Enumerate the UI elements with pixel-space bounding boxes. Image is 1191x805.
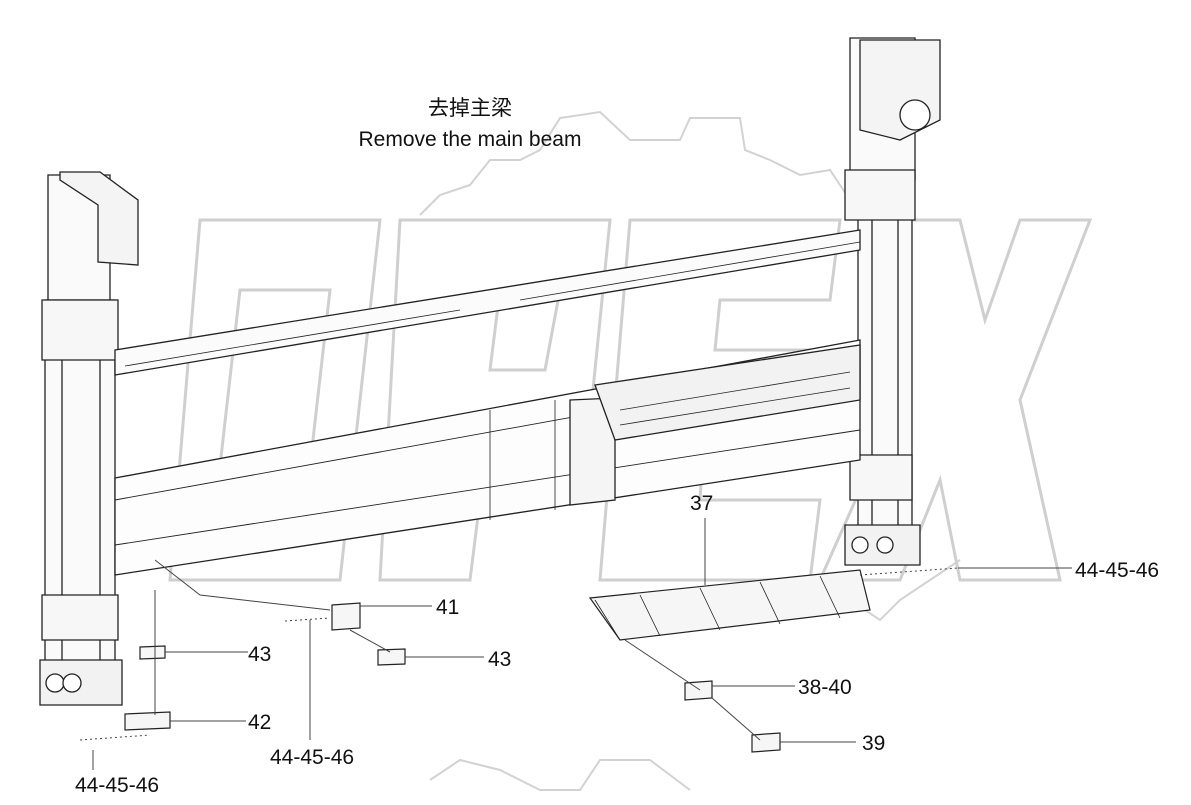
right-motor-housing (859, 39, 941, 141)
part-43-pad-b (377, 648, 406, 666)
part-3840-pad (684, 680, 713, 701)
callout-38-40: 38-40 (798, 676, 852, 699)
leader-lines (79, 518, 1072, 770)
left-column-clamp-bottom (41, 594, 119, 641)
top-crossbeam (114, 229, 861, 376)
part-41-bracket (331, 602, 361, 631)
part-43-pad-a (139, 645, 166, 660)
callout-37: 37 (690, 492, 714, 515)
left-control-box (59, 171, 139, 266)
title-chinese: 去掉主梁 (428, 96, 512, 120)
callout-43-right: 43 (488, 648, 512, 671)
callout-43-left: 43 (248, 643, 272, 666)
watermark-gear (419, 110, 961, 791)
frame-structure (39, 37, 941, 706)
part-37-tray (588, 569, 871, 641)
right-column-clamp-bottom (849, 454, 913, 501)
title-english: Remove the main beam (358, 128, 582, 151)
callout-39: 39 (862, 732, 886, 755)
callout-44-45-46-right: 44-45-46 (1075, 559, 1160, 582)
callout-44-45-46-middle: 44-45-46 (270, 746, 355, 769)
callout-41: 41 (436, 596, 460, 619)
part-42-bracket (124, 711, 171, 731)
left-column-clamp-top (41, 299, 119, 361)
part-39-pad (751, 732, 781, 753)
detached-parts (124, 569, 871, 753)
callout-42: 42 (248, 711, 272, 734)
callout-44-45-46-left: 44-45-46 (75, 774, 160, 797)
right-column-clamp-top (844, 169, 916, 221)
